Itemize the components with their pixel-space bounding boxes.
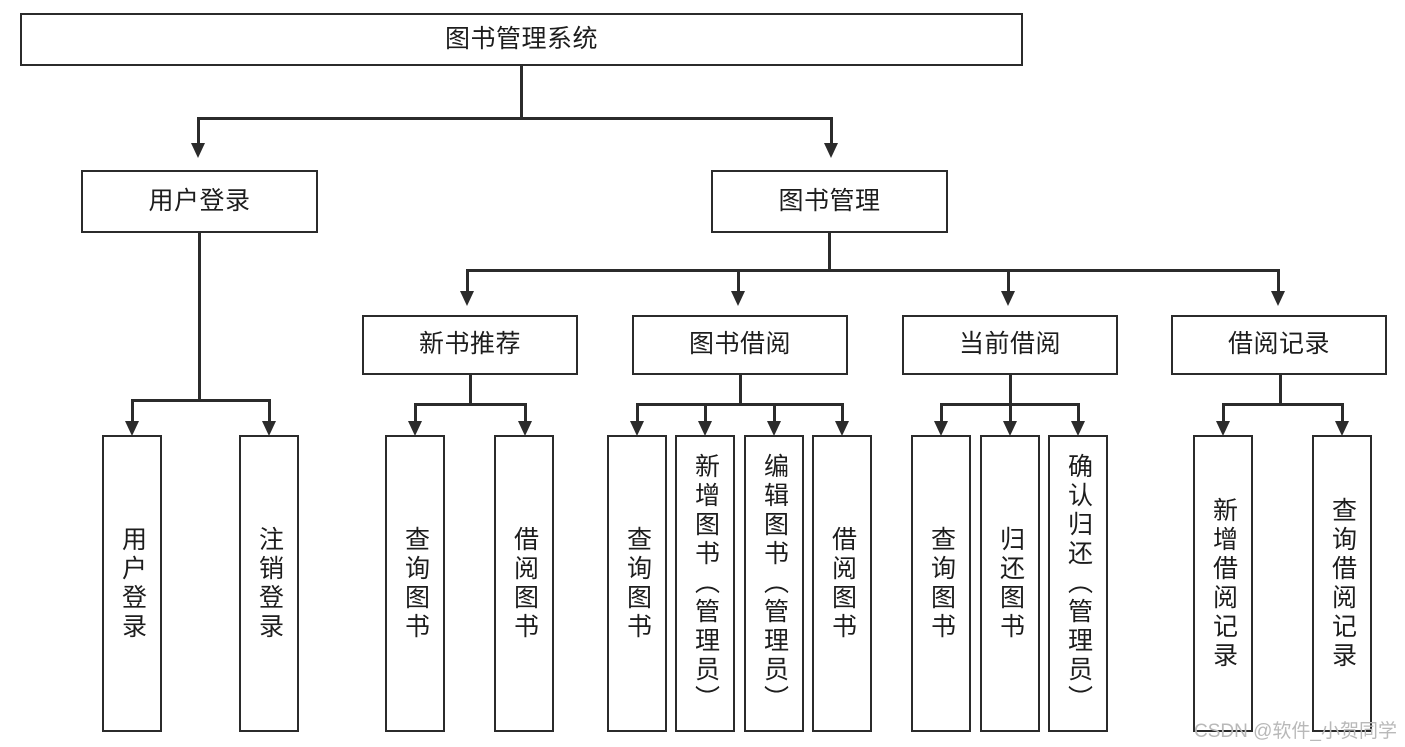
leaf-query-book-current[interactable]: 查询图书 — [911, 435, 971, 732]
leaf-query-book-borrow[interactable]: 查询图书 — [607, 435, 667, 732]
leaf-query-book-current-label: 查询图书 — [927, 525, 956, 642]
arrow-current-borrow-to-leaf1 — [934, 421, 948, 436]
node-current-borrow[interactable]: 当前借阅 — [902, 315, 1118, 375]
connector-current-borrow-to-leaf2 — [1009, 403, 1012, 423]
node-book-management-label: 图书管理 — [778, 186, 881, 215]
connector-user-login-bus — [131, 399, 268, 402]
connector-user-login-to-leaf1 — [131, 399, 134, 423]
leaf-return-book[interactable]: 归还图书 — [980, 435, 1040, 732]
arrow-book-borrow-to-leaf4 — [835, 421, 849, 436]
leaf-add-book-admin-label: 新增图书（管理员） — [691, 453, 720, 714]
connector-new-book-to-leaf1 — [414, 403, 417, 423]
leaf-query-book-recommend[interactable]: 查询图书 — [385, 435, 445, 732]
leaf-edit-book-admin[interactable]: 编辑图书（管理员） — [744, 435, 804, 732]
arrow-book-mgmt-to-new-book — [460, 291, 474, 306]
connector-book-borrow-bus — [636, 403, 842, 406]
leaf-user-login[interactable]: 用户登录 — [102, 435, 162, 732]
node-borrow-records-label: 借阅记录 — [1227, 330, 1330, 359]
connector-book-mgmt-bus — [466, 269, 1278, 272]
arrow-borrow-records-to-leaf1 — [1216, 421, 1230, 436]
arrow-user-login-to-leaf1 — [125, 421, 139, 436]
leaf-logout-label: 注销登录 — [255, 525, 284, 642]
connector-borrow-records-bus — [1222, 403, 1341, 406]
connector-current-borrow-to-leaf3 — [1077, 403, 1080, 423]
connector-root-stem — [520, 66, 523, 118]
arrow-current-borrow-to-leaf3 — [1071, 421, 1085, 436]
node-new-book-recommend-label: 新书推荐 — [418, 330, 521, 359]
arrow-borrow-records-to-leaf2 — [1335, 421, 1349, 436]
connector-borrow-records-to-leaf2 — [1341, 403, 1344, 423]
arrow-book-borrow-to-leaf3 — [767, 421, 781, 436]
leaf-query-book-borrow-label: 查询图书 — [623, 525, 652, 642]
connector-book-mgmt-to-borrow — [737, 269, 740, 293]
arrow-book-mgmt-to-borrow — [731, 291, 745, 306]
connector-book-borrow-stem — [739, 375, 742, 405]
node-root-label: 图书管理系统 — [444, 24, 598, 53]
leaf-user-login-label: 用户登录 — [118, 525, 147, 642]
node-borrow-records[interactable]: 借阅记录 — [1171, 315, 1387, 375]
leaf-borrow-book[interactable]: 借阅图书 — [812, 435, 872, 732]
arrow-user-login-to-leaf2 — [262, 421, 276, 436]
connector-book-mgmt-to-new-book — [466, 269, 469, 293]
connector-current-borrow-stem — [1009, 375, 1012, 405]
connector-new-book-stem — [469, 375, 472, 405]
leaf-add-borrow-record-label: 新增借阅记录 — [1209, 496, 1238, 671]
leaf-edit-book-admin-label: 编辑图书（管理员） — [760, 453, 789, 714]
connector-book-mgmt-to-records — [1277, 269, 1280, 293]
connector-new-book-bus — [414, 403, 526, 406]
node-new-book-recommend[interactable]: 新书推荐 — [362, 315, 578, 375]
node-current-borrow-label: 当前借阅 — [958, 330, 1061, 359]
connector-root-to-user-login — [197, 117, 200, 145]
leaf-confirm-return-admin[interactable]: 确认归还（管理员） — [1048, 435, 1108, 732]
arrow-book-borrow-to-leaf1 — [630, 421, 644, 436]
leaf-query-borrow-record-label: 查询借阅记录 — [1328, 496, 1357, 671]
arrow-book-mgmt-to-current — [1001, 291, 1015, 306]
leaf-borrow-book-recommend-label: 借阅图书 — [510, 525, 539, 642]
node-book-borrow[interactable]: 图书借阅 — [632, 315, 848, 375]
arrow-new-book-to-leaf1 — [408, 421, 422, 436]
leaf-query-book-recommend-label: 查询图书 — [401, 525, 430, 642]
connector-current-borrow-to-leaf1 — [940, 403, 943, 423]
connector-root-bus — [197, 117, 833, 120]
leaf-logout[interactable]: 注销登录 — [239, 435, 299, 732]
arrow-new-book-to-leaf2 — [518, 421, 532, 436]
node-book-management[interactable]: 图书管理 — [711, 170, 948, 233]
connector-user-login-stem — [198, 233, 201, 401]
leaf-add-borrow-record[interactable]: 新增借阅记录 — [1193, 435, 1253, 732]
connector-book-borrow-to-leaf2 — [704, 403, 707, 423]
arrow-book-mgmt-to-records — [1271, 291, 1285, 306]
node-user-login[interactable]: 用户登录 — [81, 170, 318, 233]
arrow-book-borrow-to-leaf2 — [698, 421, 712, 436]
connector-book-mgmt-stem — [828, 233, 831, 271]
leaf-query-borrow-record[interactable]: 查询借阅记录 — [1312, 435, 1372, 732]
leaf-borrow-book-recommend[interactable]: 借阅图书 — [494, 435, 554, 732]
connector-book-borrow-to-leaf4 — [841, 403, 844, 423]
leaf-borrow-book-label: 借阅图书 — [828, 525, 857, 642]
connector-user-login-to-leaf2 — [268, 399, 271, 423]
leaf-add-book-admin[interactable]: 新增图书（管理员） — [675, 435, 735, 732]
connector-book-borrow-to-leaf3 — [773, 403, 776, 423]
connector-borrow-records-to-leaf1 — [1222, 403, 1225, 423]
arrow-root-to-user-login — [191, 143, 205, 158]
connector-borrow-records-stem — [1279, 375, 1282, 405]
connector-book-borrow-to-leaf1 — [636, 403, 639, 423]
leaf-confirm-return-admin-label: 确认归还（管理员） — [1064, 453, 1093, 714]
connector-new-book-to-leaf2 — [524, 403, 527, 423]
node-book-borrow-label: 图书借阅 — [688, 330, 791, 359]
connector-root-to-book-mgmt — [830, 117, 833, 145]
node-user-login-label: 用户登录 — [148, 186, 251, 215]
leaf-return-book-label: 归还图书 — [996, 525, 1025, 642]
connector-book-mgmt-to-current — [1007, 269, 1010, 293]
node-root[interactable]: 图书管理系统 — [20, 13, 1023, 66]
arrow-current-borrow-to-leaf2 — [1003, 421, 1017, 436]
arrow-root-to-book-mgmt — [824, 143, 838, 158]
